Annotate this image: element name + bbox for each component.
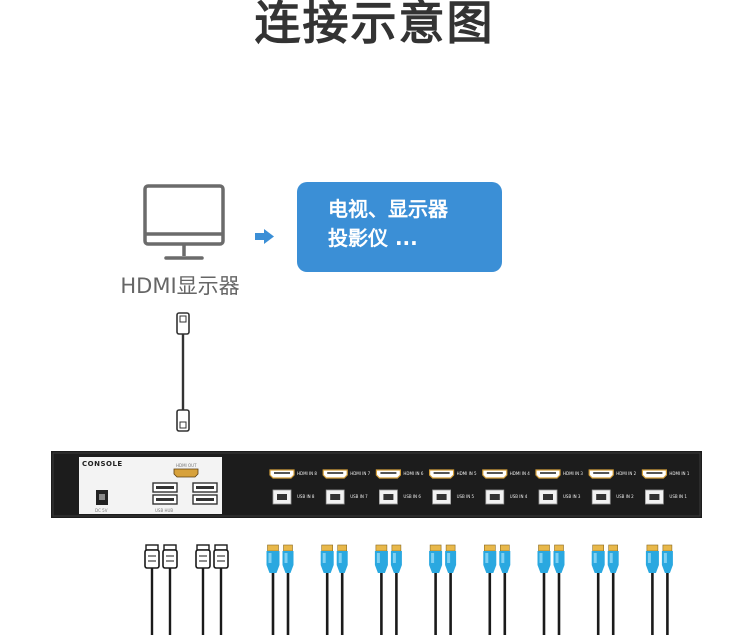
device-line-1: 电视、显示器 [328,197,448,221]
input-port-group [535,469,561,505]
blue-plug-cable-icon [553,544,565,635]
input-port-group [482,469,508,505]
hdmi-out-port [173,468,199,478]
monitor-label: HDMI显示器 [120,274,240,298]
device-line-2: 投影仪 ... [328,226,418,250]
input-port-group [269,469,295,505]
input-port-group [322,469,348,505]
input-port-group [588,469,614,505]
input-port-group [429,469,455,505]
usb-in-label: USB IN 5 [456,494,475,499]
hdmi-cable-icon [176,312,190,432]
usb-in-label: USB IN 1 [669,494,687,499]
input-port-group [375,469,401,505]
kvm-switch [51,451,702,518]
usb-hub-ports [152,482,218,505]
arrow-right-icon [255,229,274,244]
blue-plug-cable-icon [429,544,443,635]
blue-plug-cable-icon [607,544,619,635]
usb-in-label: USB IN 3 [563,494,581,499]
blue-plug-cable-icon [661,544,673,635]
blue-plug-cable-icon [374,544,388,635]
hdmi-in-label: HDMI IN 2 [616,471,637,476]
blue-plug-cable-icon [645,544,659,635]
input-port-group [641,469,667,505]
blue-plug-cable-icon [445,544,457,635]
input-cables [144,544,673,635]
usb-a-cable-icon [195,544,211,635]
usb-a-cable-icon [213,544,229,635]
usb-in-label: USB IN 7 [350,494,368,499]
hdmi-in-label: HDMI IN 7 [350,471,371,476]
usb-in-label: USB IN 8 [297,494,315,499]
blue-plug-cable-icon [483,544,497,635]
dc-label: DC 5V [95,508,108,513]
blue-plug-cable-icon [266,544,280,635]
monitor-icon [143,184,225,260]
hdmi-in-label: HDMI IN 4 [509,471,530,476]
hdmi-in-label: HDMI IN 8 [297,471,317,476]
usb-in-label: USB IN 6 [403,494,421,499]
hdmi-in-label: HDMI IN 1 [669,471,690,476]
console-label: CONSOLE [82,460,123,468]
usb-in-label: USB IN 4 [509,494,528,499]
hdmi-out-label: HDMI OUT [176,463,197,468]
blue-plug-cable-icon [499,544,511,635]
blue-plug-cable-icon [336,544,348,635]
blue-plug-cable-icon [591,544,605,635]
usb-a-cable-icon [162,544,178,635]
usb-a-cable-icon [144,544,160,635]
page-title: 连接示意图 [254,0,495,50]
usb-hub-label: USB HUB [155,508,174,513]
display-devices-box: 电视、显示器 投影仪 ... [297,182,502,272]
hdmi-in-label: HDMI IN 6 [403,471,424,476]
blue-plug-cable-icon [390,544,402,635]
hdmi-in-label: HDMI IN 5 [456,471,477,476]
blue-plug-cable-icon [537,544,551,635]
blue-plug-cable-icon [320,544,334,635]
usb-in-label: USB IN 2 [616,494,634,499]
hdmi-in-label: HDMI IN 3 [563,471,583,476]
blue-plug-cable-icon [282,544,294,635]
